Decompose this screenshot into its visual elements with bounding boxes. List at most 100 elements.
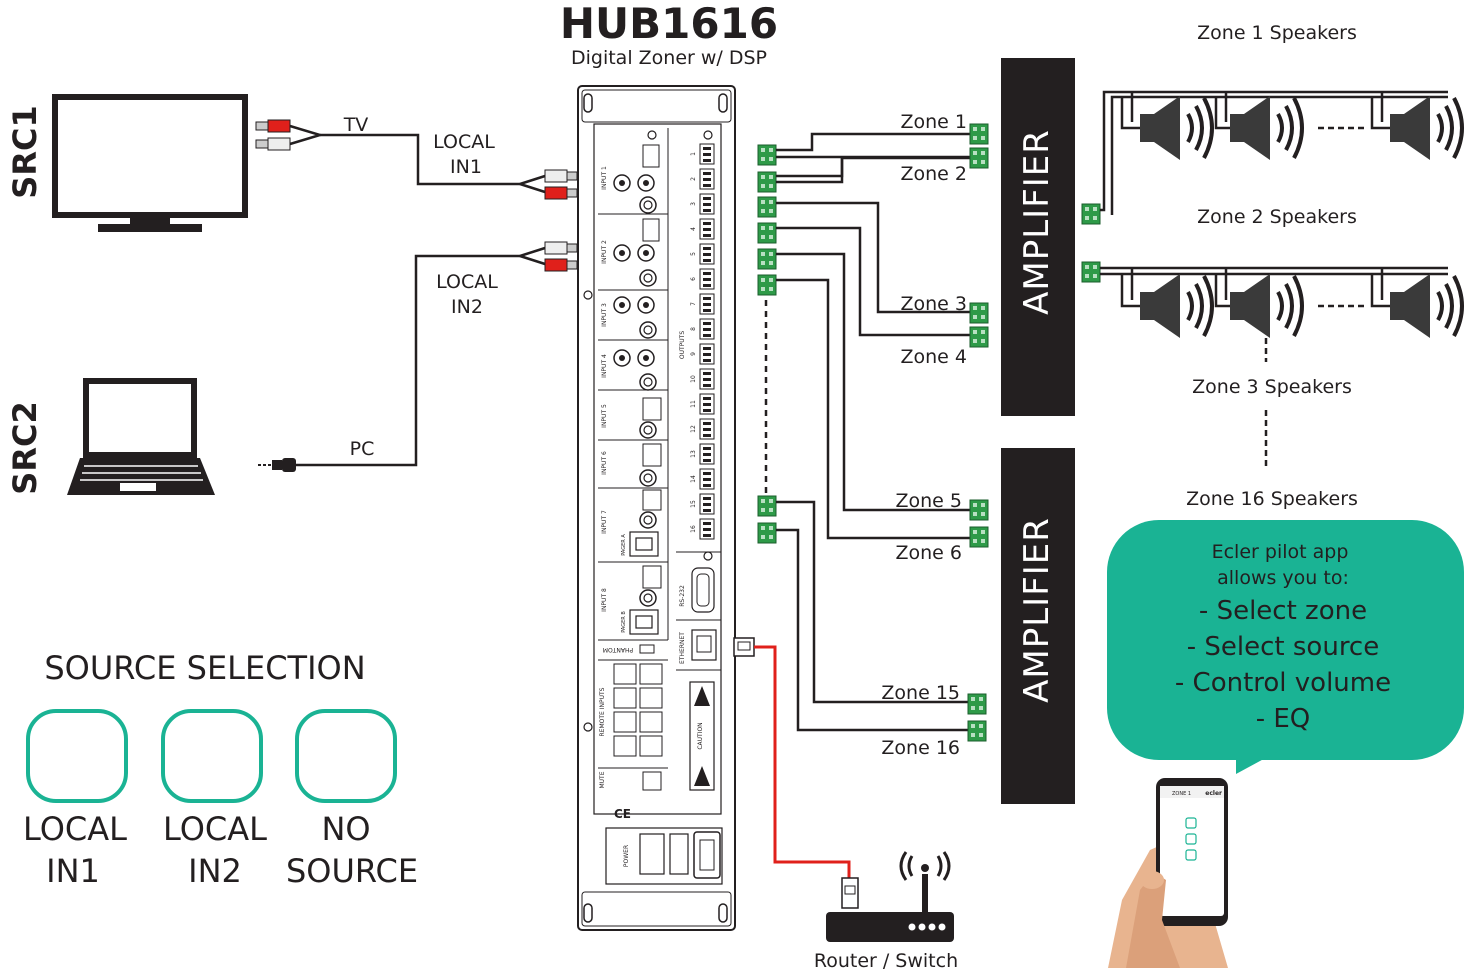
source-button-no-source-line2: SOURCE bbox=[286, 852, 418, 890]
bubble-feature-eq: - EQ bbox=[1256, 704, 1311, 734]
amp-in-terminal-16 bbox=[967, 720, 987, 742]
source-button-local-in2[interactable] bbox=[161, 709, 263, 803]
zone-1-speaker-a bbox=[1138, 94, 1214, 162]
zone-2-speakers-label: Zone 2 Speakers bbox=[1197, 206, 1357, 228]
src1-label: SRC1 bbox=[6, 105, 44, 198]
amp-in-terminal-2 bbox=[969, 147, 989, 169]
panel-output-pin bbox=[703, 484, 711, 487]
hand-with-phone: ZONE 1 ecler bbox=[1108, 778, 1228, 968]
panel-output-pin bbox=[703, 378, 711, 381]
panel-output-number-9: 9 bbox=[690, 352, 697, 356]
panel-output-number-6: 6 bbox=[690, 277, 697, 281]
source-button-local-in1[interactable] bbox=[26, 709, 128, 803]
panel-output-pin bbox=[703, 497, 711, 500]
pc-cable-label: PC bbox=[350, 438, 375, 460]
phone-header: ZONE 1 bbox=[1172, 791, 1191, 797]
panel-output-pin bbox=[703, 228, 711, 231]
mute-label: MUTE bbox=[599, 771, 606, 788]
panel-output-pin bbox=[703, 297, 711, 300]
amp-in-terminal-6 bbox=[969, 526, 989, 548]
zone-1-speaker-c bbox=[1388, 94, 1464, 162]
panel-input-1-label: INPUT 1 bbox=[601, 166, 608, 190]
router-label: Router / Switch bbox=[814, 950, 958, 969]
out-terminal-5 bbox=[757, 248, 777, 270]
panel-output-number-16: 16 bbox=[690, 525, 697, 533]
panel-output-pin bbox=[703, 434, 711, 437]
out-terminal-6 bbox=[757, 274, 777, 296]
panel-output-pin bbox=[703, 422, 711, 425]
source-button-local-in1-line2: IN1 bbox=[46, 852, 100, 890]
rca-plug-in1 bbox=[519, 169, 578, 200]
ethernet-plug bbox=[733, 637, 755, 657]
panel-output-pin bbox=[703, 259, 711, 262]
panel-output-pin bbox=[703, 403, 711, 406]
panel-output-number-5: 5 bbox=[690, 252, 697, 256]
laptop-icon bbox=[67, 378, 215, 495]
zone-2-speaker-b bbox=[1228, 272, 1304, 340]
rca-plug-tv bbox=[255, 119, 291, 151]
panel-input-2-label: INPUT 2 bbox=[601, 240, 608, 264]
panel-output-number-10: 10 bbox=[690, 375, 697, 383]
local-in1-label-line1: LOCAL bbox=[433, 131, 495, 153]
panel-output-pin bbox=[703, 172, 711, 175]
panel-output-pin bbox=[703, 153, 711, 156]
panel-input-3-label: INPUT 3 bbox=[601, 303, 608, 327]
ethernet-label: ETHERNET bbox=[679, 632, 686, 664]
out-terminal-15 bbox=[757, 495, 777, 517]
src2-label: SRC2 bbox=[6, 401, 44, 494]
out-terminal-16 bbox=[757, 522, 777, 544]
panel-output-number-1: 1 bbox=[690, 152, 697, 156]
panel-output-pin bbox=[703, 472, 711, 475]
source-button-local-in2-line2: IN2 bbox=[188, 852, 242, 890]
out-terminal-2 bbox=[757, 171, 777, 193]
out-terminal-3 bbox=[757, 196, 777, 218]
amp-in-terminal-3 bbox=[969, 302, 989, 324]
panel-output-number-7: 7 bbox=[690, 302, 697, 306]
local-in2-label-line1: LOCAL bbox=[436, 271, 498, 293]
panel-output-pin bbox=[703, 159, 711, 162]
svg-text:AMPLIFIER: AMPLIFIER bbox=[1017, 129, 1057, 315]
panel-output-pin bbox=[703, 372, 711, 375]
pager-b-label: PAGER B bbox=[621, 611, 627, 633]
panel-output-pin bbox=[703, 453, 711, 456]
out-terminal-4 bbox=[757, 222, 777, 244]
source-button-local-in1-line1: LOCAL bbox=[23, 810, 127, 848]
panel-output-pin bbox=[703, 328, 711, 331]
jack-plug-pc bbox=[258, 458, 296, 472]
amp-in-terminal-4 bbox=[969, 326, 989, 348]
panel-output-number-11: 11 bbox=[690, 400, 697, 408]
panel-input-7-label: INPUT 7 bbox=[601, 510, 608, 534]
zone-1-speaker-b bbox=[1228, 94, 1304, 162]
zone-3-speakers-label: Zone 3 Speakers bbox=[1192, 376, 1352, 398]
panel-output-number-8: 8 bbox=[690, 327, 697, 331]
bubble-feature-select-zone: - Select zone bbox=[1199, 596, 1367, 626]
hub-title: HUB1616 bbox=[560, 0, 778, 48]
hub1616-rear-panel: INPUT 1 INPUT 2 INPUT 3 INPUT 4 INPUT 5 … bbox=[577, 85, 736, 931]
rca-plug-in2 bbox=[519, 241, 578, 272]
panel-output-pin bbox=[703, 284, 711, 287]
amp-in-terminal-5 bbox=[969, 499, 989, 521]
zone-1-label: Zone 1 bbox=[901, 111, 968, 133]
zone-3-label: Zone 3 bbox=[901, 293, 968, 315]
panel-output-pin bbox=[703, 447, 711, 450]
source-button-local-in2-line1: LOCAL bbox=[163, 810, 267, 848]
phantom-label: PHANTOM bbox=[603, 646, 633, 653]
local-in2-label-line2: IN2 bbox=[451, 296, 483, 318]
panel-output-pin bbox=[703, 309, 711, 312]
bubble-feature-select-source: - Select source bbox=[1187, 632, 1379, 662]
panel-output-pin bbox=[703, 203, 711, 206]
panel-input-6-label: INPUT 6 bbox=[601, 451, 608, 475]
panel-output-pin bbox=[703, 234, 711, 237]
tv-cable-label: TV bbox=[343, 114, 369, 136]
panel-output-number-15: 15 bbox=[690, 500, 697, 508]
pager-a-label: PAGER A bbox=[621, 534, 627, 556]
source-button-no-source-line1: NO bbox=[321, 810, 370, 848]
panel-output-pin bbox=[703, 503, 711, 506]
panel-output-pin bbox=[703, 247, 711, 250]
zone-1-speakers-label: Zone 1 Speakers bbox=[1197, 22, 1357, 44]
source-button-no-source[interactable] bbox=[295, 709, 397, 803]
panel-output-pin bbox=[703, 253, 711, 256]
hub-subtitle: Digital Zoner w/ DSP bbox=[571, 47, 767, 69]
panel-input-8-label: INPUT 8 bbox=[601, 588, 608, 612]
